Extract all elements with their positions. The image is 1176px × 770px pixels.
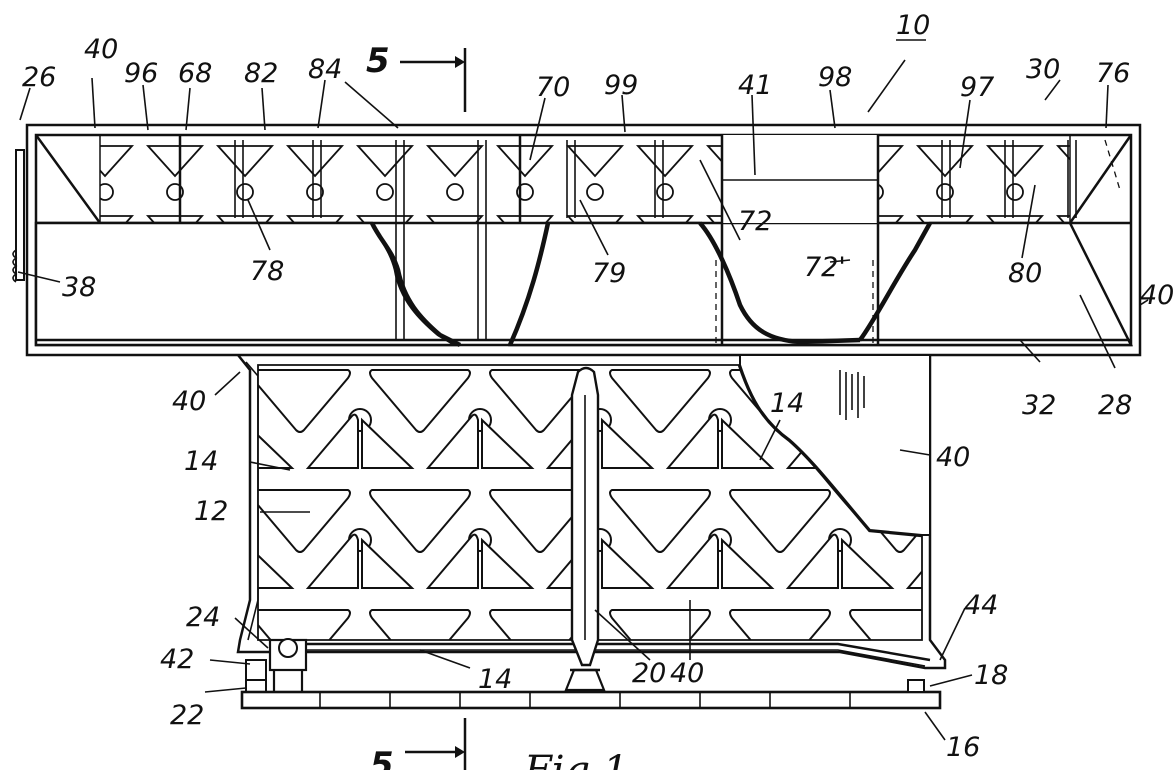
leader-lines (17, 59, 1149, 741)
open-well (722, 135, 878, 223)
label-16: 16 (946, 732, 980, 763)
label-40-floor: 40 (670, 658, 704, 689)
label-99: 99 (604, 70, 638, 101)
vessel-inner-wall (245, 361, 259, 641)
skin-hatching (839, 370, 865, 420)
cutaway-right (858, 221, 932, 342)
label-97: 97 (960, 72, 994, 103)
cutaway-center (507, 222, 551, 346)
lower-vessel-body (236, 354, 947, 710)
label-26: 26 (22, 62, 56, 93)
label-82: 82 (244, 58, 278, 89)
assembly-number: 10 (896, 10, 930, 41)
label-12: 12 (194, 496, 228, 527)
reference-numerals: 26 40 96 68 82 84 70 99 41 98 97 30 76 3… (22, 10, 1174, 770)
tie-rods (234, 140, 1077, 340)
right-end-taper (1068, 134, 1133, 224)
label-72-prime: 72' (804, 252, 846, 283)
floor-plate (300, 642, 931, 662)
left-cover-plate (34, 221, 460, 347)
right-skin-plate (739, 354, 931, 536)
label-30: 30 (1026, 54, 1060, 85)
label-80: 80 (1008, 258, 1042, 289)
label-20: 20 (632, 658, 666, 689)
label-40-top: 40 (84, 34, 118, 65)
figure-caption: Fig.1 (523, 748, 628, 770)
label-18: 18 (974, 660, 1008, 691)
upper-box-structure (12, 123, 1142, 357)
label-76: 76 (1096, 58, 1130, 89)
label-42: 42 (160, 644, 194, 675)
label-44: 44 (964, 590, 998, 621)
label-24: 24 (186, 602, 220, 633)
base-plate (240, 690, 942, 710)
label-14-floor: 14 (478, 664, 512, 695)
label-40-left-body: 40 (172, 386, 206, 417)
hidden-lines (715, 139, 1121, 345)
label-70: 70 (536, 72, 570, 103)
section-marker-top: 5 (366, 41, 390, 81)
label-38: 38 (62, 272, 96, 303)
label-68: 68 (178, 58, 212, 89)
label-40-right-box: 40 (1140, 280, 1174, 311)
foot-pad (907, 679, 925, 693)
valve-assembly (245, 638, 308, 700)
label-79: 79 (592, 258, 626, 289)
section-marker-bottom: 5 (370, 745, 394, 770)
label-14-left: 14 (184, 446, 218, 477)
floor-plate-lower (300, 649, 926, 667)
label-96: 96 (124, 58, 158, 89)
label-22: 22 (170, 700, 204, 731)
label-14-upper-right: 14 (770, 388, 804, 419)
label-28: 28 (1098, 390, 1132, 421)
label-40-right-body: 40 (936, 442, 970, 473)
upper-box-outer-frame (25, 123, 1142, 357)
label-32: 32 (1022, 390, 1056, 421)
cutaway-left (369, 222, 462, 348)
label-78: 78 (250, 256, 284, 287)
label-72: 72 (738, 206, 772, 237)
section-line-5 (400, 48, 467, 770)
label-41: 41 (738, 70, 772, 101)
label-98: 98 (818, 62, 852, 93)
side-fitting (12, 149, 25, 283)
label-84: 84 (308, 54, 342, 85)
vessel-outline (236, 354, 947, 670)
central-post (564, 366, 606, 692)
